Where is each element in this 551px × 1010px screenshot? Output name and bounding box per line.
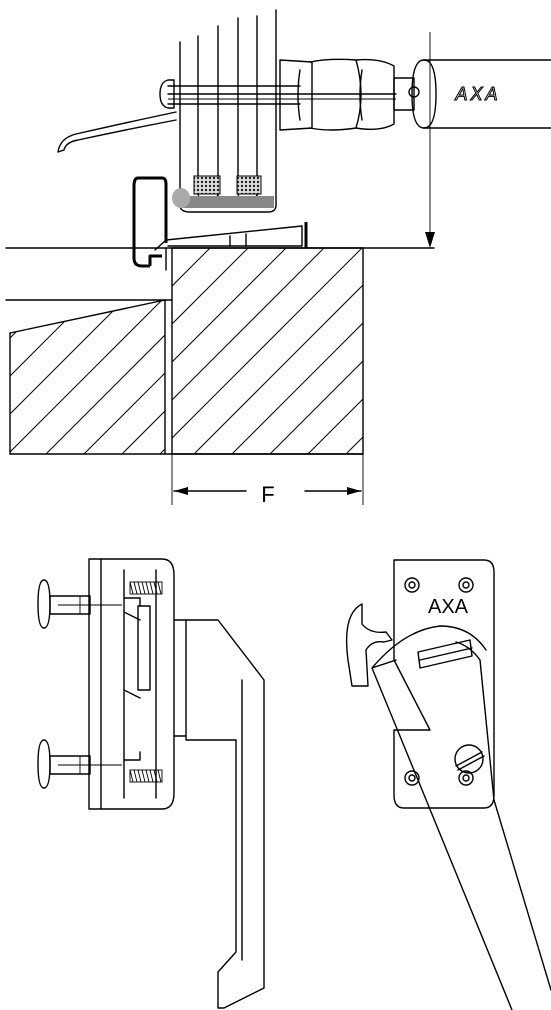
frame-block xyxy=(171,247,364,455)
bolt-top xyxy=(37,579,122,629)
side-view xyxy=(37,558,265,1009)
side-handle xyxy=(173,619,265,1009)
seal-right xyxy=(236,175,262,195)
front-plate xyxy=(393,559,495,809)
lock-assembly xyxy=(159,58,420,131)
dimension-f-label: F xyxy=(261,482,274,507)
plate-brand-label: AXA xyxy=(428,596,469,618)
spring-top xyxy=(129,581,163,595)
axa-cylinder: AXA xyxy=(411,59,551,129)
lever-arm xyxy=(371,641,551,1010)
lock-lever xyxy=(57,111,177,153)
hook xyxy=(345,603,393,687)
spring-bottom xyxy=(129,769,163,783)
front-view: AXA xyxy=(345,559,551,1010)
seal-left xyxy=(193,175,221,195)
gasket xyxy=(172,188,190,208)
seal-strip xyxy=(182,196,274,208)
dimension-f: F xyxy=(173,482,362,507)
section-view: F xyxy=(5,9,551,507)
bolt-bottom xyxy=(37,739,122,789)
window-sash xyxy=(172,9,277,213)
height-dimension xyxy=(425,32,435,248)
cylinder-brand-label: AXA xyxy=(454,84,500,104)
screw xyxy=(454,744,484,774)
frame-profile xyxy=(132,176,308,271)
